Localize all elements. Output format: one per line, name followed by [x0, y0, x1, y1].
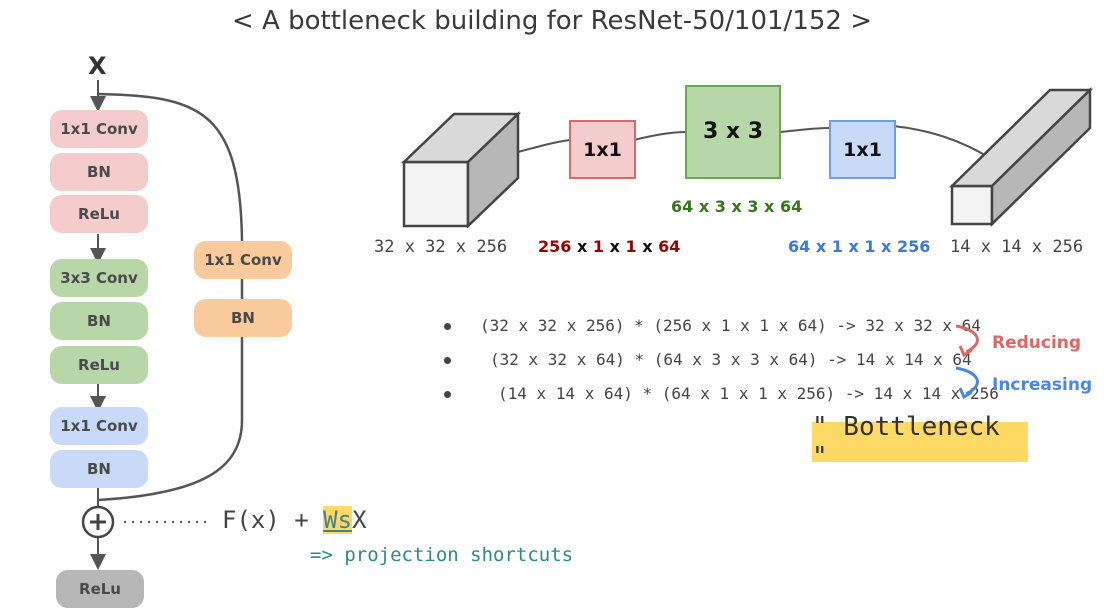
- dim-value: 64: [779, 197, 803, 216]
- output-dims-label: 14 x 14 x 256: [950, 237, 1084, 257]
- increasing-label: Increasing: [992, 375, 1093, 395]
- shortcut-bn-block: BN: [194, 299, 292, 337]
- input-x-label: X: [88, 52, 107, 80]
- bn-block-1: BN: [50, 153, 148, 191]
- equation-2: (32 x 32 x 64) * (64 x 3 x 3 x 64) -> 14…: [490, 350, 972, 369]
- kernel-3x3-label: 3 x 3: [702, 119, 764, 144]
- kernel-dims-first: 256 x 1 x 1 x 64: [538, 237, 681, 256]
- reducing-arrow-icon: [955, 324, 979, 358]
- diagram-title: < A bottleneck building for ResNet-50/10…: [232, 6, 872, 36]
- dim-value: 64: [671, 197, 694, 216]
- dim-value: 256: [538, 237, 572, 256]
- bullet: [444, 323, 451, 330]
- input-dims-label: 32 x 32 x 256: [374, 237, 508, 257]
- projection-note: => projection shortcuts: [310, 544, 574, 566]
- conv1x1-block: 1x1 Conv: [50, 110, 148, 148]
- dim-value: 3: [714, 197, 726, 216]
- plus-circle-icon: [81, 505, 115, 539]
- kernel-dims-middle: 64 x 3 x 3 x 64: [671, 197, 803, 216]
- formula-suffix: X: [352, 506, 367, 534]
- dim-value: 64: [658, 237, 681, 256]
- relu-block-2: ReLu: [50, 346, 148, 384]
- equation-1: (32 x 32 x 256) * (256 x 1 x 1 x 64) -> …: [480, 316, 981, 335]
- residual-formula: F(x) + WsX: [222, 506, 367, 534]
- bottleneck-label: " Bottleneck ": [812, 412, 1028, 472]
- bn-block-2: BN: [50, 302, 148, 340]
- relu-block-1: ReLu: [50, 195, 148, 233]
- kernel-dims-last: 64 x 1 x 1 x 256: [788, 237, 931, 256]
- final-relu-block: ReLu: [56, 570, 144, 608]
- dim-value: 256: [896, 237, 931, 256]
- kernel-1x1-expand: 1x1: [829, 120, 896, 179]
- equation-3: (14 x 14 x 64) * (64 x 1 x 1 x 256) -> 1…: [498, 384, 999, 403]
- dim-value: 1: [831, 237, 843, 256]
- formula-weight: Ws: [323, 506, 353, 534]
- dim-value: 1: [864, 237, 876, 256]
- output-tensor-cube: [948, 87, 1094, 227]
- conv1x1-block-2: 1x1 Conv: [50, 407, 148, 445]
- dim-value: 3: [747, 197, 759, 216]
- dim-value: 1: [592, 237, 605, 256]
- bullet: [444, 357, 451, 364]
- kernel-1x1-reduce: 1x1: [569, 120, 636, 179]
- kernel-3x3: 3 x 3: [685, 85, 781, 179]
- reducing-label: Reducing: [992, 333, 1082, 353]
- dim-value: 1: [625, 237, 637, 256]
- formula-prefix: F(x) +: [222, 506, 324, 534]
- increasing-arrow-icon: [955, 366, 979, 400]
- bullet: [444, 391, 451, 398]
- shortcut-conv1x1-block: 1x1 Conv: [194, 241, 292, 279]
- input-tensor-cube: [400, 111, 522, 228]
- conv3x3-block: 3x3 Conv: [50, 259, 148, 297]
- bn-block-3: BN: [50, 450, 148, 488]
- dim-value: 64: [788, 237, 811, 256]
